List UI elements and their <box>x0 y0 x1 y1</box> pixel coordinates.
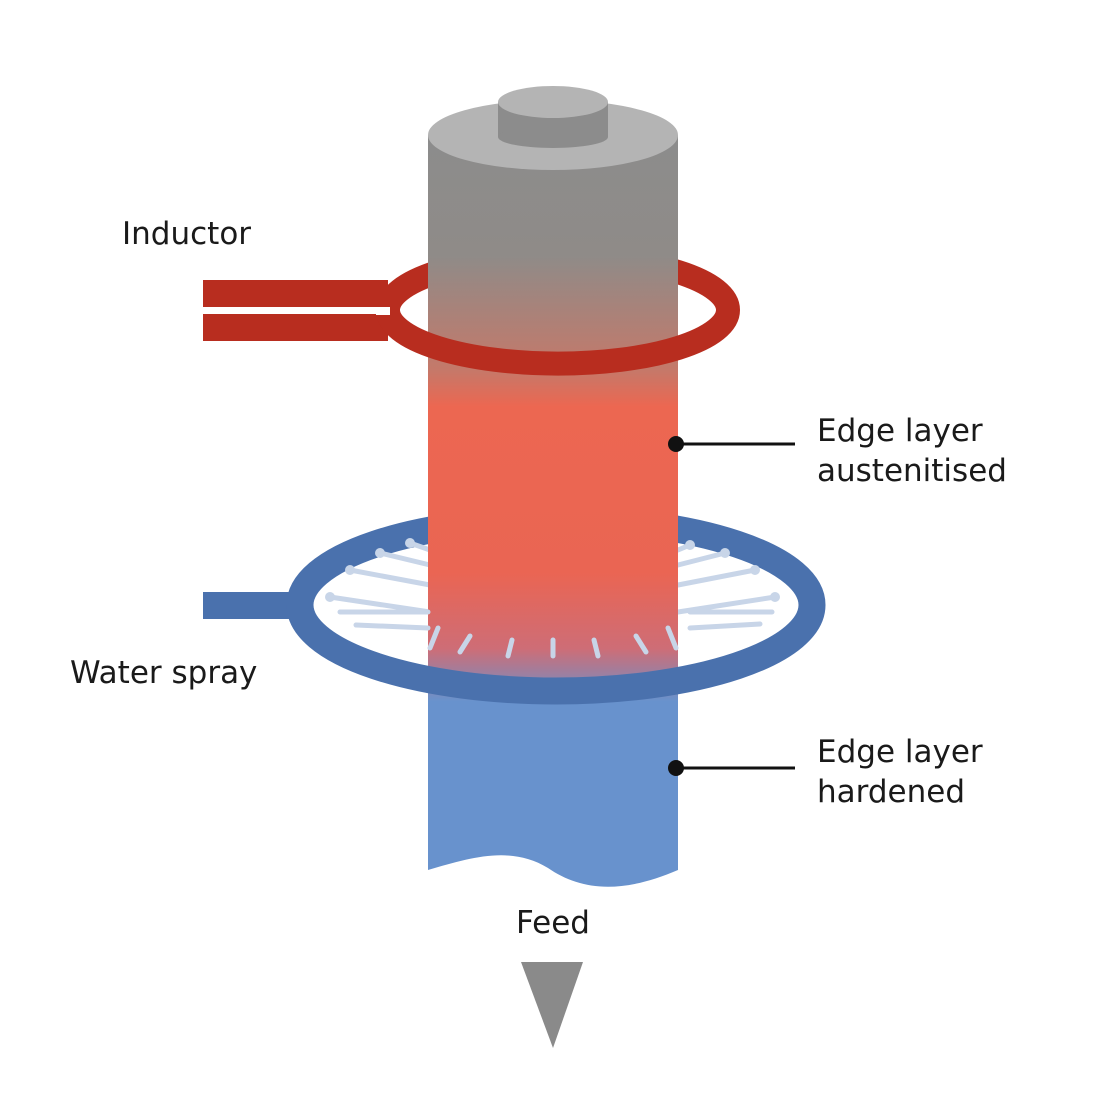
workpiece-shaft <box>428 86 678 887</box>
label-water-spray: Water spray <box>70 655 257 691</box>
callout-dot-hardened <box>668 760 684 776</box>
inductor-lead-bottom <box>203 314 388 341</box>
feed-arrow-icon <box>521 962 583 1048</box>
label-edge-austenitised-line1: Edge layer <box>817 413 983 449</box>
callout-austenitised <box>668 436 795 452</box>
callout-hardened <box>668 760 795 776</box>
inductor-coil <box>203 280 740 376</box>
label-edge-hardened-line2: hardened <box>817 774 965 810</box>
label-edge-austenitised-line2: austenitised <box>817 453 1007 489</box>
label-inductor: Inductor <box>122 216 251 252</box>
label-edge-hardened-line1: Edge layer <box>817 734 983 770</box>
spray-jets-side <box>337 609 775 631</box>
spigot-top-face <box>498 86 608 118</box>
spray-jet-nozzles-back <box>325 538 780 602</box>
spray-jets-front <box>427 625 679 659</box>
callout-dot-austenitised <box>668 436 684 452</box>
label-feed: Feed <box>516 905 590 941</box>
inductor-lead-top <box>203 280 388 307</box>
spray-supply-pipe <box>203 592 303 619</box>
spray-jets-back <box>327 540 778 615</box>
spray-ring-front <box>203 592 826 705</box>
